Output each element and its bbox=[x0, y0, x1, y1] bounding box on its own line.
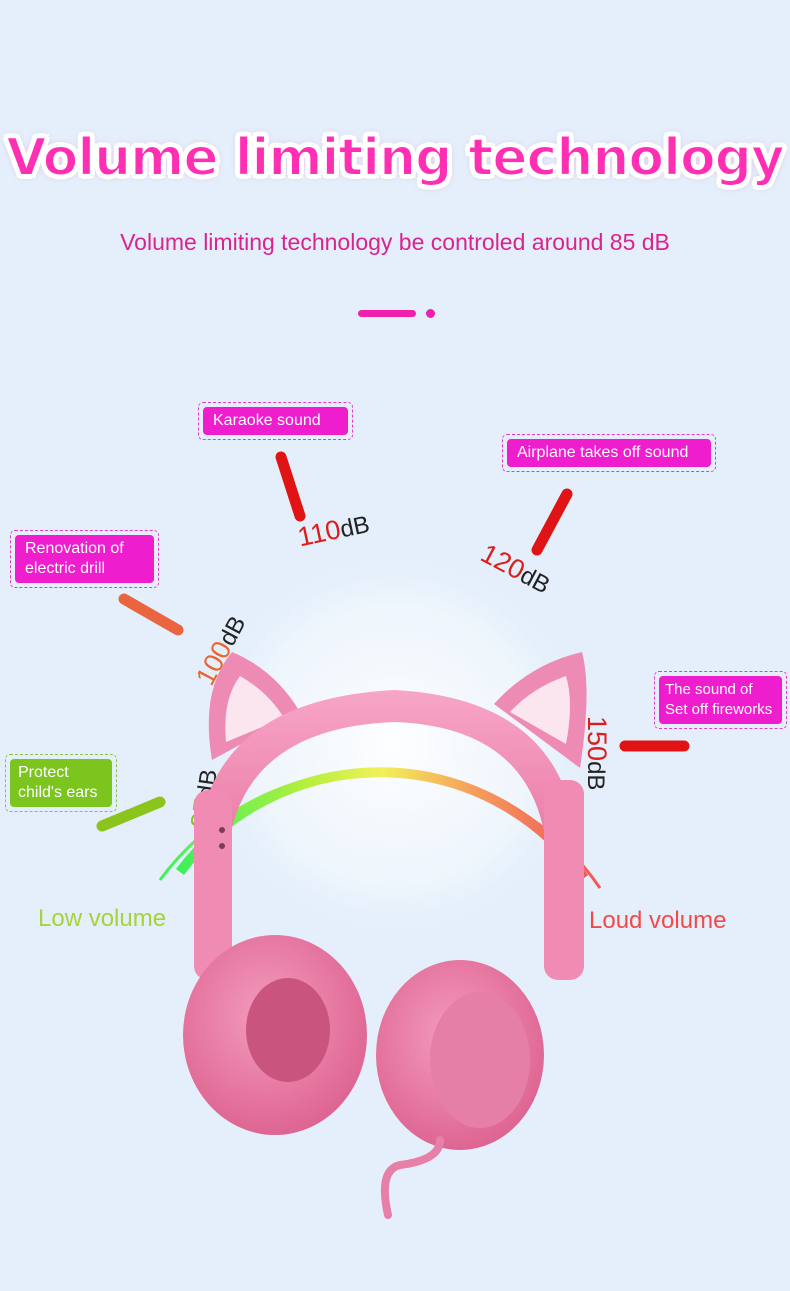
callout-drill: Renovation of electric drill bbox=[10, 530, 159, 588]
divider-dot bbox=[426, 309, 435, 318]
hinge-dot bbox=[219, 843, 225, 849]
left-slider bbox=[194, 790, 232, 980]
tick-110 bbox=[275, 451, 306, 522]
callout-fireworks: The sound of Set off fireworks bbox=[654, 671, 787, 729]
divider-bar bbox=[358, 310, 416, 317]
right-cup-shell bbox=[430, 992, 530, 1128]
center-glow bbox=[195, 545, 595, 945]
callout-karaoke: Karaoke sound bbox=[198, 402, 353, 440]
page-title: Volume limiting technology bbox=[5, 127, 786, 189]
left-ear-inner bbox=[225, 676, 284, 742]
headband bbox=[196, 690, 578, 876]
hinge-dot bbox=[219, 827, 225, 833]
tick-120 bbox=[531, 488, 573, 556]
low-volume-label: Low volume bbox=[38, 905, 167, 932]
right-slider bbox=[544, 780, 584, 980]
loud-volume-label: Loud volume bbox=[589, 907, 727, 934]
cable bbox=[381, 1136, 444, 1219]
right-ear-inner bbox=[510, 676, 570, 744]
page-subtitle: Volume limiting technology be controled … bbox=[120, 229, 670, 255]
tick-100 bbox=[118, 593, 184, 636]
callout-protect: Protect child's ears bbox=[5, 754, 117, 812]
callout-airplane: Airplane takes off sound bbox=[502, 434, 716, 472]
left-cup-opening bbox=[246, 978, 330, 1082]
tick-85 bbox=[96, 796, 166, 832]
